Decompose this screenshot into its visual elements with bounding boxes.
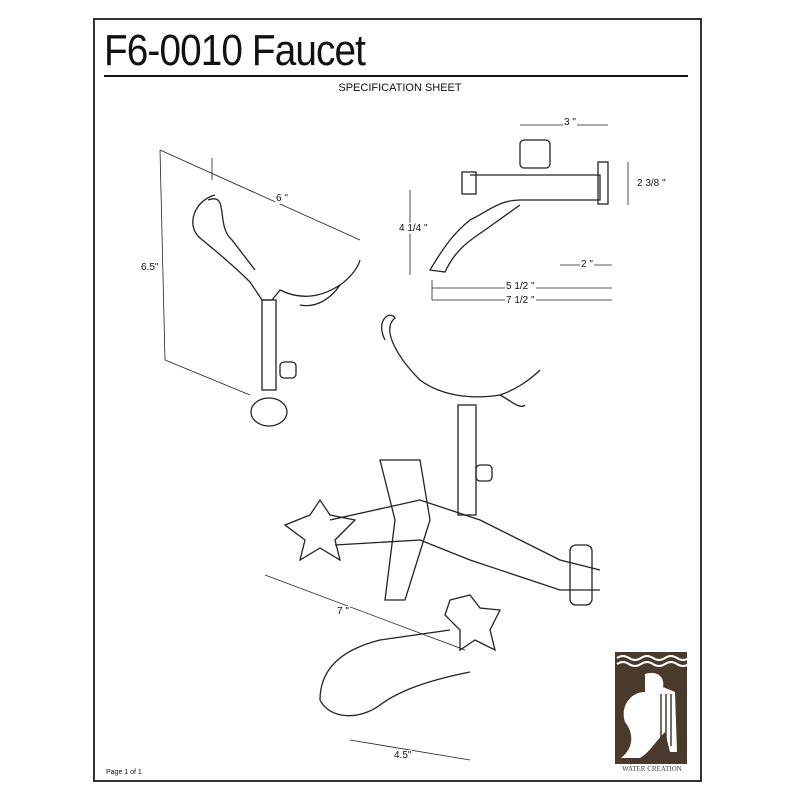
- dim-center-spacing: 7 ": [336, 606, 350, 617]
- dim-spout-length: 4.5": [393, 750, 413, 761]
- dim-spout-height: 4 1/4 ": [398, 223, 429, 234]
- page-subtitle: SPECIFICATION SHEET: [338, 82, 462, 94]
- logo-brand-text: WATER CREATION: [622, 765, 682, 773]
- side-view-drawing: [409, 124, 629, 301]
- dim-outlet-offset: 2 ": [580, 259, 594, 270]
- hook-dimension-lines: [159, 149, 361, 396]
- main-assembly-drawing: [264, 314, 601, 761]
- water-creation-logo: [615, 652, 687, 764]
- dim-spout-reach: 5 1/2 ": [505, 281, 536, 292]
- page-title: F6-0010 Faucet: [104, 26, 366, 75]
- dim-top-width: 3 ": [563, 117, 577, 128]
- page-border: [93, 18, 702, 782]
- dim-side-height: 2 3/8 ": [636, 178, 667, 189]
- dim-hook-height: 6.5": [140, 262, 160, 273]
- hook-part-drawing: [192, 194, 361, 427]
- dim-hook-width: 6 ": [275, 193, 289, 204]
- title-divider: [104, 75, 688, 77]
- page-number: Page 1 of 1: [106, 769, 142, 776]
- dim-overall-length: 7 1/2 ": [505, 295, 536, 306]
